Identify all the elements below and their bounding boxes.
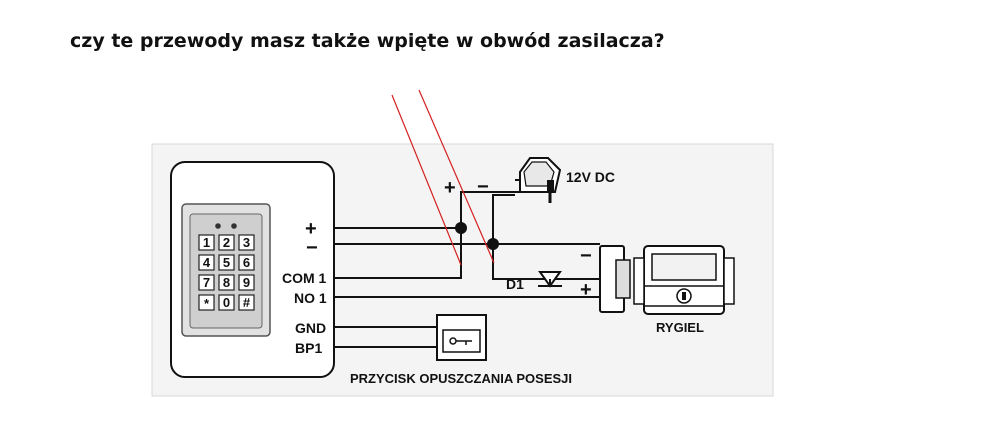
question-text: czy te przewody masz także wpięte w obwó… <box>70 30 665 52</box>
exit-button-icon <box>436 314 487 361</box>
svg-text:7: 7 <box>203 275 210 290</box>
psu-voltage-label: 12V DC <box>566 169 615 185</box>
diode-icon <box>538 271 562 288</box>
keypad-key-9: 9 <box>238 274 255 291</box>
svg-text:*: * <box>204 296 210 311</box>
svg-text:5: 5 <box>223 255 230 270</box>
terminal-com-label: COM 1 <box>282 270 327 286</box>
lock-strike-plate <box>599 245 631 313</box>
annotation-lines <box>391 89 495 266</box>
svg-text:2: 2 <box>223 235 230 250</box>
keypad-led-2 <box>231 223 237 229</box>
keypad-key-3: 3 <box>238 234 255 251</box>
terminal-no-label: NO 1 <box>294 290 327 306</box>
keypad-led-1 <box>215 223 221 229</box>
svg-text:8: 8 <box>223 275 230 290</box>
keypad-key-0: 0 <box>218 294 235 311</box>
lock-minus-label: − <box>580 245 592 267</box>
keypad-key-2: 2 <box>218 234 235 251</box>
keypad-key-hash: # <box>238 294 255 311</box>
diode-label: D1 <box>506 276 524 292</box>
svg-text:0: 0 <box>223 295 230 310</box>
svg-text:9: 9 <box>243 275 250 290</box>
wire-diode-branch <box>492 244 600 280</box>
power-supply-icon <box>515 157 562 203</box>
svg-text:3: 3 <box>243 235 250 250</box>
wire-com <box>334 228 462 279</box>
keypad-key-5: 5 <box>218 254 235 271</box>
annotation-line-1 <box>391 94 462 266</box>
terminal-minus-label: − <box>306 237 318 259</box>
svg-text:#: # <box>243 295 251 310</box>
keypad-key-1: 1 <box>198 234 215 251</box>
psu-minus-label: − <box>477 176 489 198</box>
exit-button-label: PRZYCISK OPUSZCZANIA POSESJI <box>350 371 572 386</box>
terminal-plus-label: + <box>305 218 317 240</box>
annotation-line-2 <box>418 89 495 264</box>
psu-plus-label: + <box>444 177 456 199</box>
junction-plus <box>455 222 467 234</box>
wire-plus <box>334 191 522 229</box>
terminal-bp-label: BP1 <box>295 340 322 356</box>
svg-text:1: 1 <box>203 235 210 250</box>
terminal-gnd-label: GND <box>295 320 326 336</box>
keypad-face <box>189 213 263 329</box>
wire-minus-to-psu <box>492 194 515 244</box>
keypad-key-7: 7 <box>198 274 215 291</box>
wires <box>334 191 600 348</box>
junction-minus <box>487 238 499 250</box>
keypad-key-star: * <box>198 294 215 311</box>
svg-text:6: 6 <box>243 255 250 270</box>
keypad-key-8: 8 <box>218 274 235 291</box>
lock-bolt-icon <box>633 245 735 315</box>
keypad-key-6: 6 <box>238 254 255 271</box>
lock-plus-label: + <box>580 279 592 301</box>
keypad-key-4: 4 <box>198 254 215 271</box>
lock-label: RYGIEL <box>656 320 704 335</box>
svg-text:4: 4 <box>203 255 211 270</box>
